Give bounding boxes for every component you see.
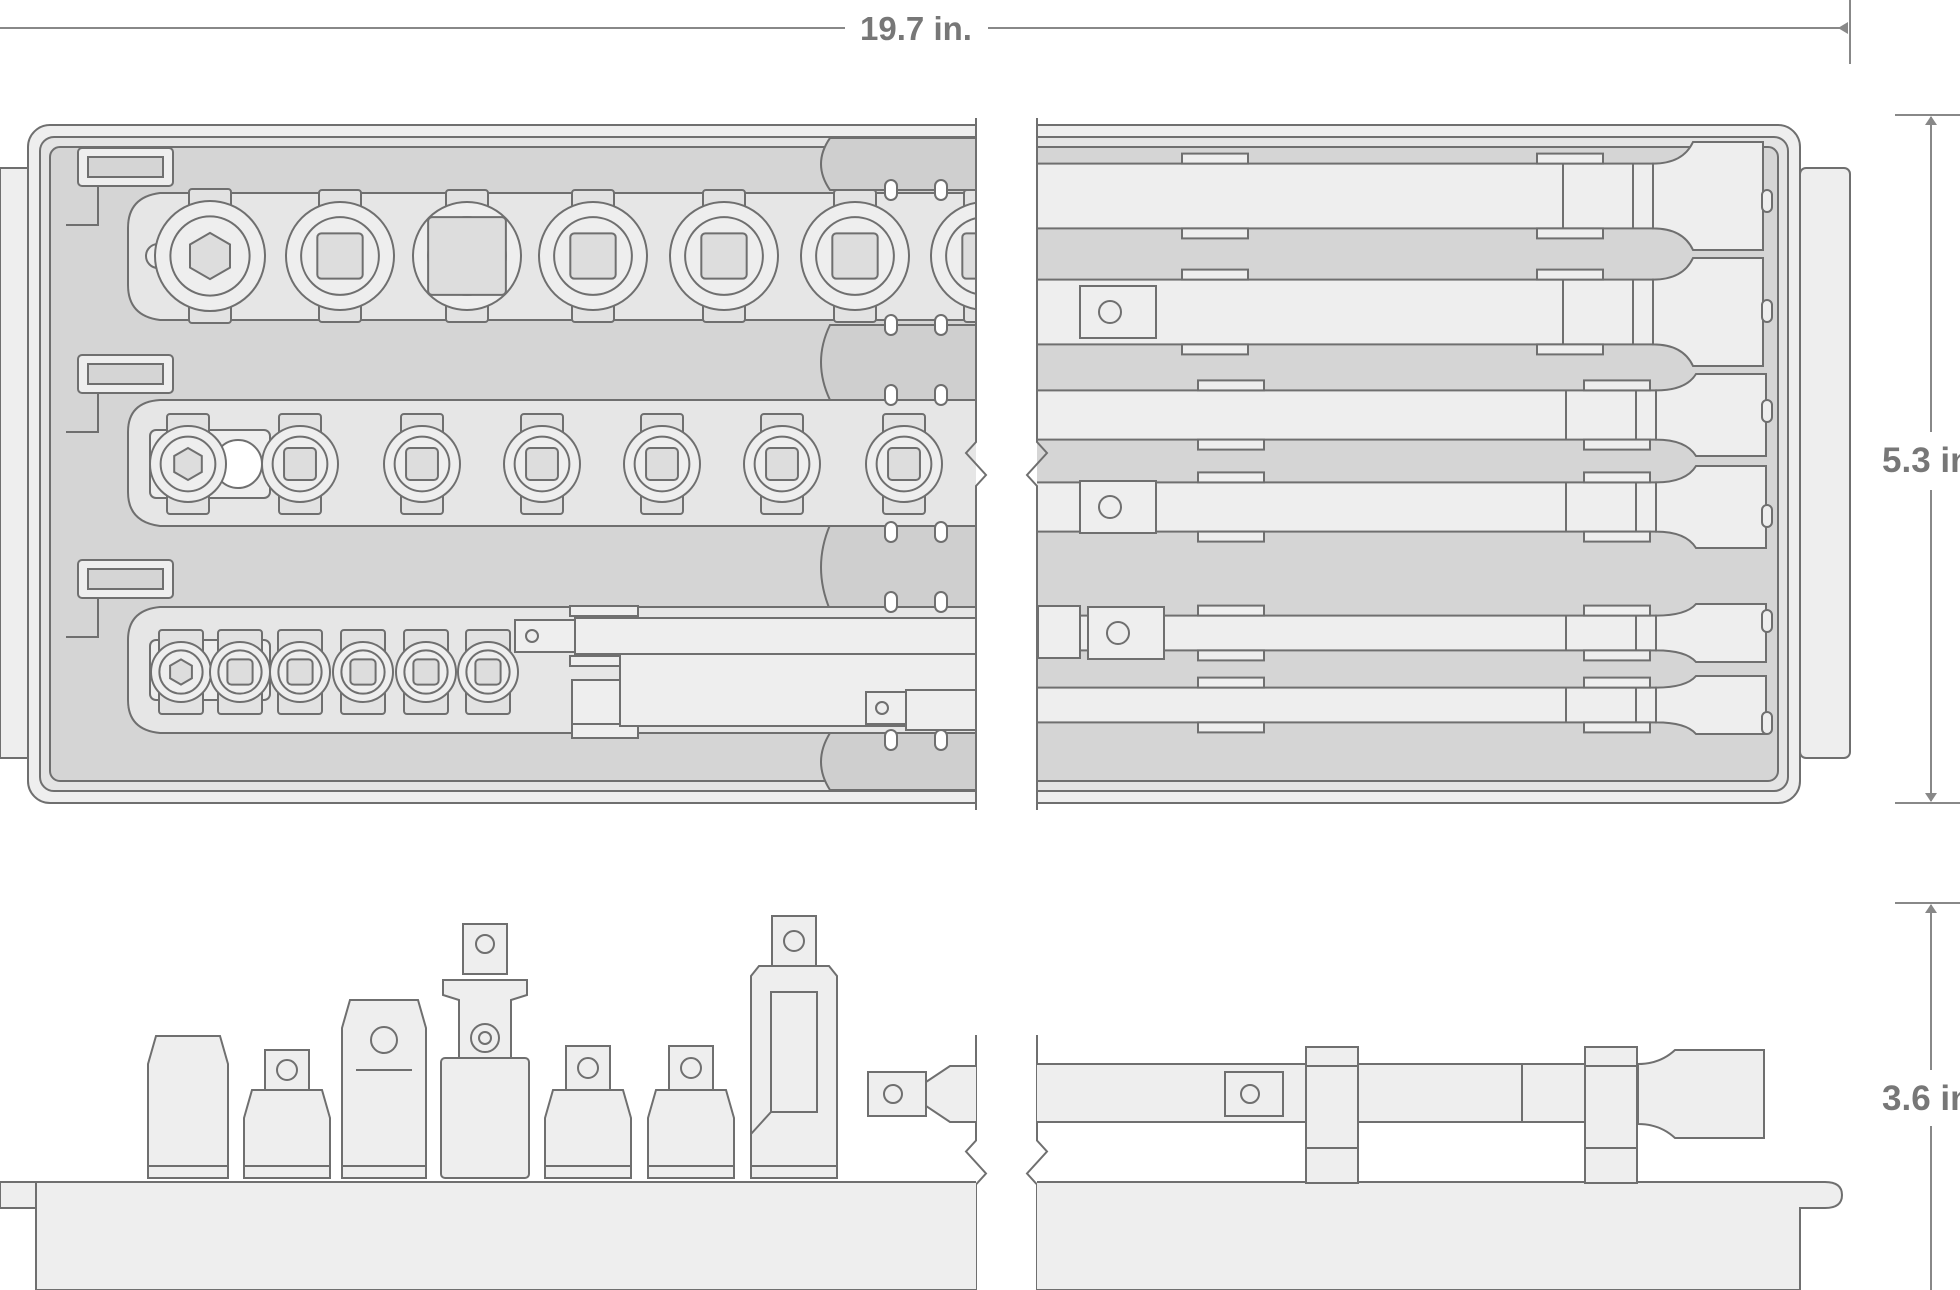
socket xyxy=(930,189,976,323)
socket xyxy=(412,189,522,323)
break-line xyxy=(964,115,1049,1290)
tray-right-section xyxy=(1037,124,1851,804)
extension-bar xyxy=(1037,603,1767,663)
adapter xyxy=(544,1045,632,1179)
adapter xyxy=(647,1045,735,1179)
width-label: 19.7 in. xyxy=(860,10,972,47)
socket xyxy=(285,189,395,323)
extension-bar xyxy=(1037,373,1767,457)
socket xyxy=(154,188,266,324)
extension-bar-long xyxy=(571,653,976,739)
profile-extension-bar xyxy=(1037,1046,1765,1184)
socket xyxy=(209,629,271,715)
extension-bar xyxy=(1037,675,1767,735)
socket-row-1 xyxy=(154,188,976,324)
socket xyxy=(538,189,648,323)
profile-height-label: 3.6 in. xyxy=(1882,1079,1960,1118)
adapter xyxy=(341,999,427,1179)
profile-height-dimension xyxy=(1895,902,1960,1290)
width-dimension xyxy=(0,0,1851,64)
socket xyxy=(865,413,943,515)
extension-bars-right xyxy=(1037,141,1767,735)
socket xyxy=(623,413,701,515)
socket xyxy=(150,629,212,715)
profile-left-section xyxy=(0,915,976,1290)
adapter xyxy=(750,915,838,1179)
adapter-group xyxy=(147,915,838,1179)
hanger-hook-2 xyxy=(66,354,174,433)
socket xyxy=(395,629,457,715)
socket xyxy=(457,629,519,715)
socket xyxy=(669,189,779,323)
socket xyxy=(383,413,461,515)
adapter xyxy=(147,1035,229,1179)
tray-height-dimension xyxy=(1895,114,1960,804)
profile-extension-end xyxy=(867,1065,976,1123)
extension-bar xyxy=(1037,141,1764,251)
hanger-hook-1 xyxy=(66,147,174,226)
hanger-hook-3 xyxy=(66,559,174,638)
socket xyxy=(269,629,331,715)
tray-left-section xyxy=(0,124,976,804)
socket xyxy=(800,189,910,323)
socket xyxy=(332,629,394,715)
adapter xyxy=(243,1049,331,1179)
socket xyxy=(503,413,581,515)
tray-height-label: 5.3 in. xyxy=(1882,441,1960,480)
extension-bar xyxy=(1037,465,1767,549)
socket xyxy=(261,413,339,515)
socket-row-2 xyxy=(149,413,943,515)
socket-row-3 xyxy=(150,629,519,715)
profile-right-section xyxy=(1037,1046,1844,1290)
adapter xyxy=(440,923,530,1179)
socket xyxy=(149,413,227,515)
socket xyxy=(743,413,821,515)
extension-bar xyxy=(1037,257,1764,367)
